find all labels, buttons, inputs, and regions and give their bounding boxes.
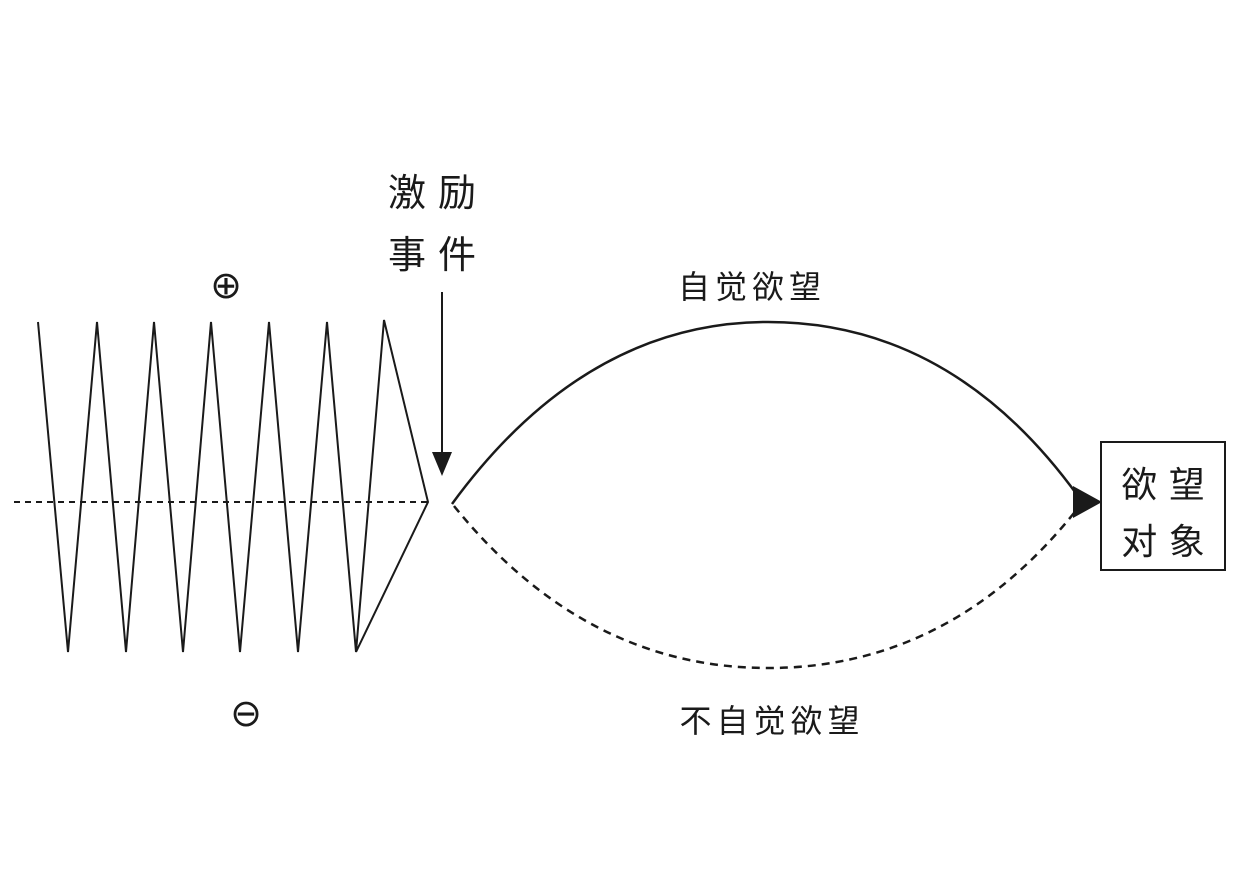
target-arrow-head [1073,486,1102,518]
oscillation-zigzag [37,319,430,653]
stimulus-label-line2: 事 件 [388,233,476,277]
unconscious-desire-arc [453,505,1079,670]
unconscious-desire-label: 不自觉欲望 [679,702,864,740]
desire-target-line2: 对 象 [1121,522,1204,563]
desire-target-line1: 欲 望 [1121,465,1204,506]
stimulus-arrow-head [432,452,452,476]
conscious-desire-label: 自觉欲望 [678,268,826,306]
negative-symbol: ⊖ [230,691,262,735]
conscious-desire-arc [450,320,1080,505]
desire-target-box [1100,441,1226,571]
positive-symbol: ⊕ [210,263,242,307]
stimulus-label-line1: 激 励 [388,171,476,215]
